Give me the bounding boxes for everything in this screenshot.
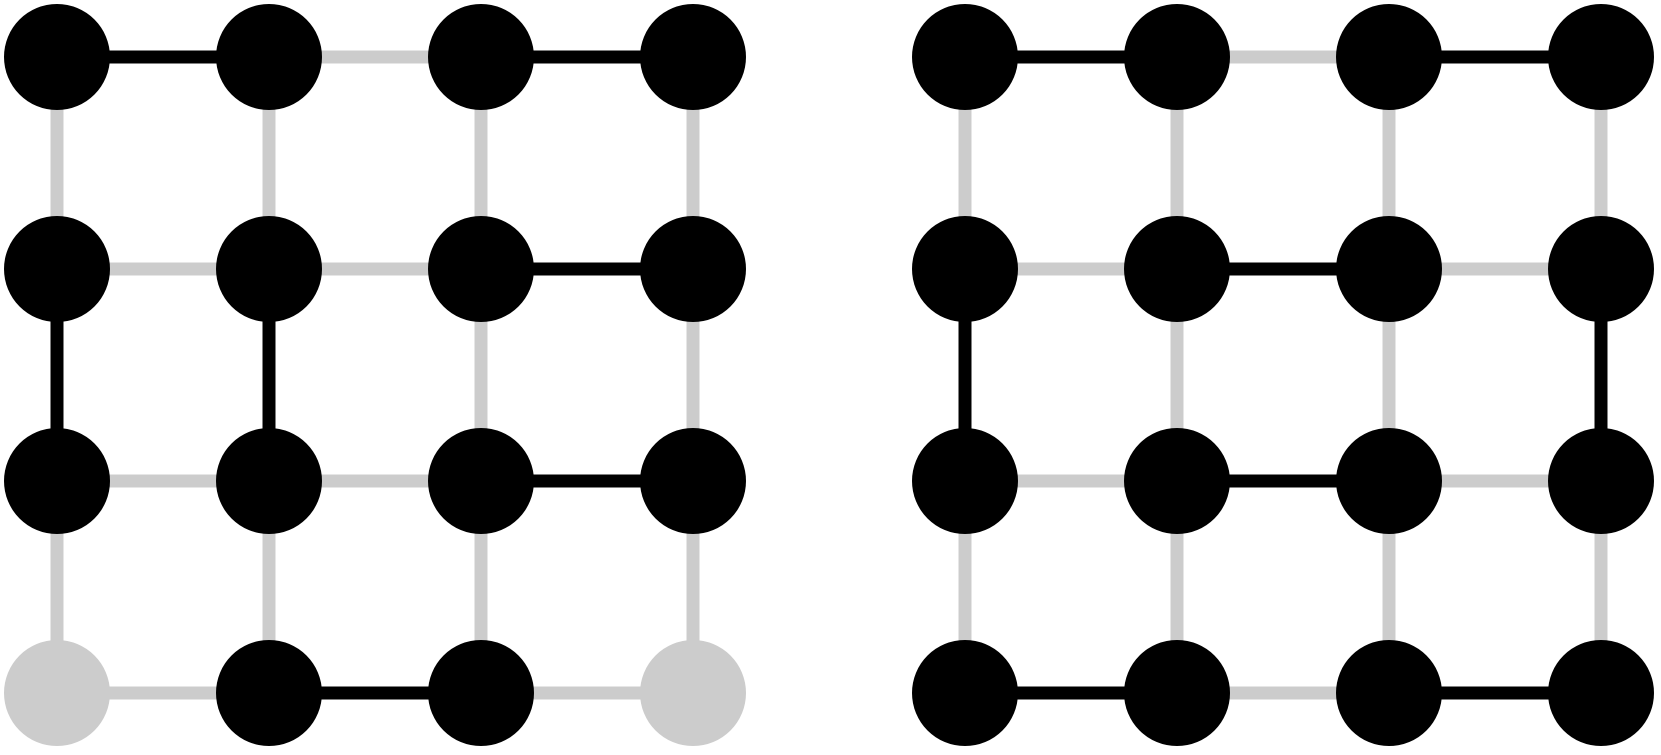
nodes-left <box>4 4 746 746</box>
active-node <box>1548 216 1654 322</box>
active-node <box>428 428 534 534</box>
active-node <box>1336 4 1442 110</box>
active-node <box>1124 4 1230 110</box>
active-node <box>1336 428 1442 534</box>
active-node <box>1548 4 1654 110</box>
active-node <box>1548 428 1654 534</box>
active-node <box>4 216 110 322</box>
active-node <box>640 216 746 322</box>
active-node <box>216 216 322 322</box>
active-node <box>1336 216 1442 322</box>
active-node <box>912 216 1018 322</box>
active-node <box>640 428 746 534</box>
inactive-node <box>4 640 110 746</box>
active-node <box>912 4 1018 110</box>
active-node <box>216 4 322 110</box>
active-node <box>640 4 746 110</box>
active-node <box>428 216 534 322</box>
active-node <box>912 428 1018 534</box>
nodes-right <box>912 4 1654 746</box>
active-node <box>1124 428 1230 534</box>
grid-right <box>912 4 1654 746</box>
active-node <box>428 4 534 110</box>
active-node <box>1336 640 1442 746</box>
active-node <box>1548 640 1654 746</box>
active-node <box>4 4 110 110</box>
inactive-node <box>640 640 746 746</box>
active-node <box>1124 640 1230 746</box>
active-node <box>216 428 322 534</box>
active-node <box>912 640 1018 746</box>
active-node <box>428 640 534 746</box>
active-node <box>4 428 110 534</box>
grid-left <box>4 4 746 746</box>
active-node <box>216 640 322 746</box>
active-node <box>1124 216 1230 322</box>
